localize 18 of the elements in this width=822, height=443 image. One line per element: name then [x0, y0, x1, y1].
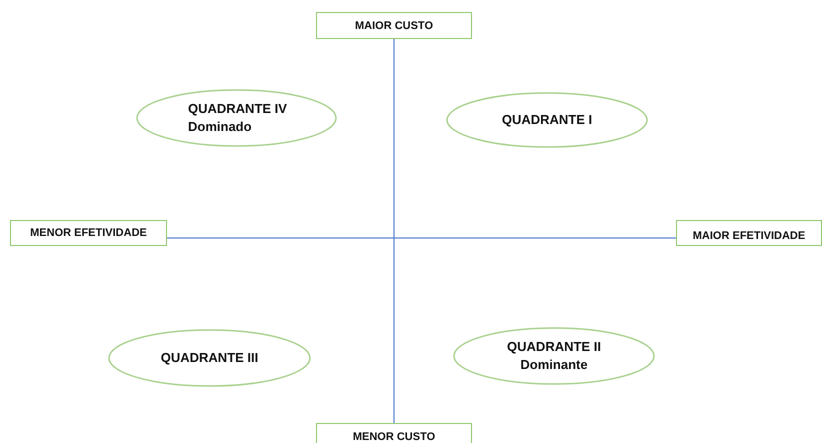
axis-label-box [10, 220, 167, 246]
axis-label-box [316, 12, 472, 39]
node-title: QUADRANTE II [507, 338, 601, 356]
node-subtitle: Dominado [188, 118, 252, 136]
node-title: MAIOR CUSTO [354, 20, 434, 32]
node-title: QUADRANTE IV [188, 100, 287, 118]
quadrant-ellipse [453, 327, 655, 385]
axis-label-box [316, 423, 472, 443]
axis-label-box [676, 220, 822, 246]
node-subtitle: Dominante [520, 356, 588, 374]
node-title: QUADRANTE III [160, 349, 258, 367]
quadrant-ellipse [108, 329, 311, 387]
node-title: QUADRANTE I [502, 111, 592, 129]
quadrant-ellipse [446, 92, 648, 148]
node-title: MENOR EFETIVIDADE [30, 227, 147, 239]
node-title: MENOR CUSTO [352, 430, 436, 442]
quadrant-ellipse [136, 89, 337, 147]
node-title: MAIOR EFETIVIDADE [692, 230, 806, 242]
